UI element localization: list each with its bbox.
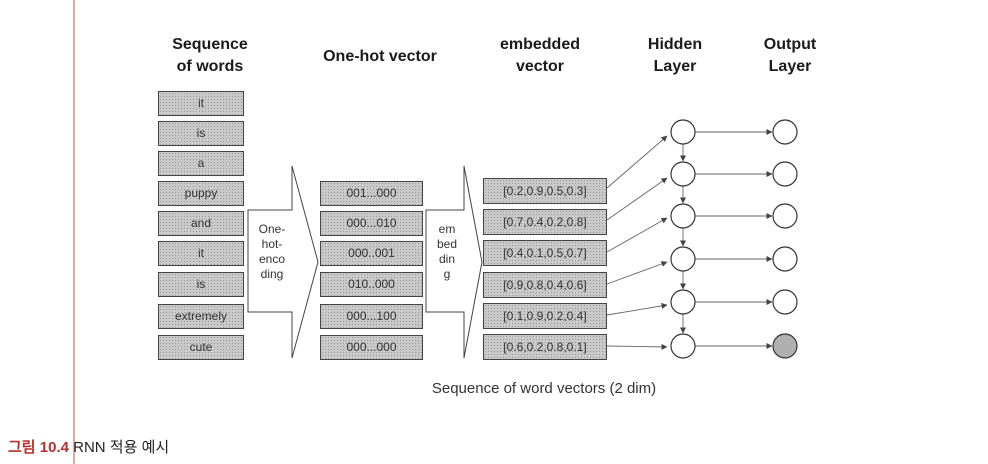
output-node xyxy=(772,289,798,315)
one-hot-encoding-label: One- hot- enco ding xyxy=(258,222,286,281)
embedded-vector-box: [0.6,0.2,0.8,0.1] xyxy=(483,334,607,360)
one-hot-box: 000..001 xyxy=(320,241,423,266)
output-node xyxy=(772,161,798,187)
embedded-vector-box: [0.2,0.9,0.5,0.3] xyxy=(483,178,607,204)
header-one-hot-vector: One-hot vector xyxy=(323,48,437,65)
word-box: it xyxy=(158,91,244,116)
one-hot-box: 000...000 xyxy=(320,335,423,360)
embedded-vector-box: [0.9,0.8,0.4,0.6] xyxy=(483,272,607,298)
word-box: extremely xyxy=(158,304,244,329)
hidden-node xyxy=(670,161,696,187)
word-box: and xyxy=(158,211,244,236)
embedding-arrow xyxy=(425,165,483,359)
one-hot-box: 000...010 xyxy=(320,211,423,236)
figure-number: 그림 10.4 xyxy=(8,439,69,456)
header-sequence-of-words: Sequence of words xyxy=(172,36,248,75)
figure-caption-text: RNN 적용 예시 xyxy=(68,439,170,456)
hidden-node xyxy=(670,289,696,315)
one-hot-encoding-arrow xyxy=(247,165,319,359)
embedded-vector-box: [0.7,0.4,0.2,0.8] xyxy=(483,209,607,235)
embedding-label: em bed din g xyxy=(436,222,458,281)
header-embedded-vector: embedded vector xyxy=(499,36,580,75)
word-box: cute xyxy=(158,335,244,360)
word-box: it xyxy=(158,241,244,266)
header-output-layer: Output Layer xyxy=(763,36,817,75)
embedded-vector-box: [0.4,0.1,0.5,0.7] xyxy=(483,240,607,266)
figure-caption: 그림 10.4 RNN 적용 예시 xyxy=(8,436,169,457)
word-box: is xyxy=(158,272,244,297)
hidden-node xyxy=(670,246,696,272)
hidden-node xyxy=(670,203,696,229)
word-box: puppy xyxy=(158,181,244,206)
diagram-caption: Sequence of word vectors (2 dim) xyxy=(431,380,657,397)
one-hot-box: 001...000 xyxy=(320,181,423,206)
output-node xyxy=(772,246,798,272)
page-margin-line xyxy=(73,0,75,464)
hidden-node xyxy=(670,333,696,359)
embedded-vector-box: [0.1,0.9,0.2,0.4] xyxy=(483,303,607,329)
hidden-node xyxy=(670,119,696,145)
output-node xyxy=(772,119,798,145)
one-hot-box: 000...100 xyxy=(320,304,423,329)
output-node xyxy=(772,203,798,229)
word-box: is xyxy=(158,121,244,146)
word-box: a xyxy=(158,151,244,176)
output-node-final xyxy=(772,333,798,359)
header-hidden-layer: Hidden Layer xyxy=(647,36,703,75)
one-hot-box: 010..000 xyxy=(320,272,423,297)
